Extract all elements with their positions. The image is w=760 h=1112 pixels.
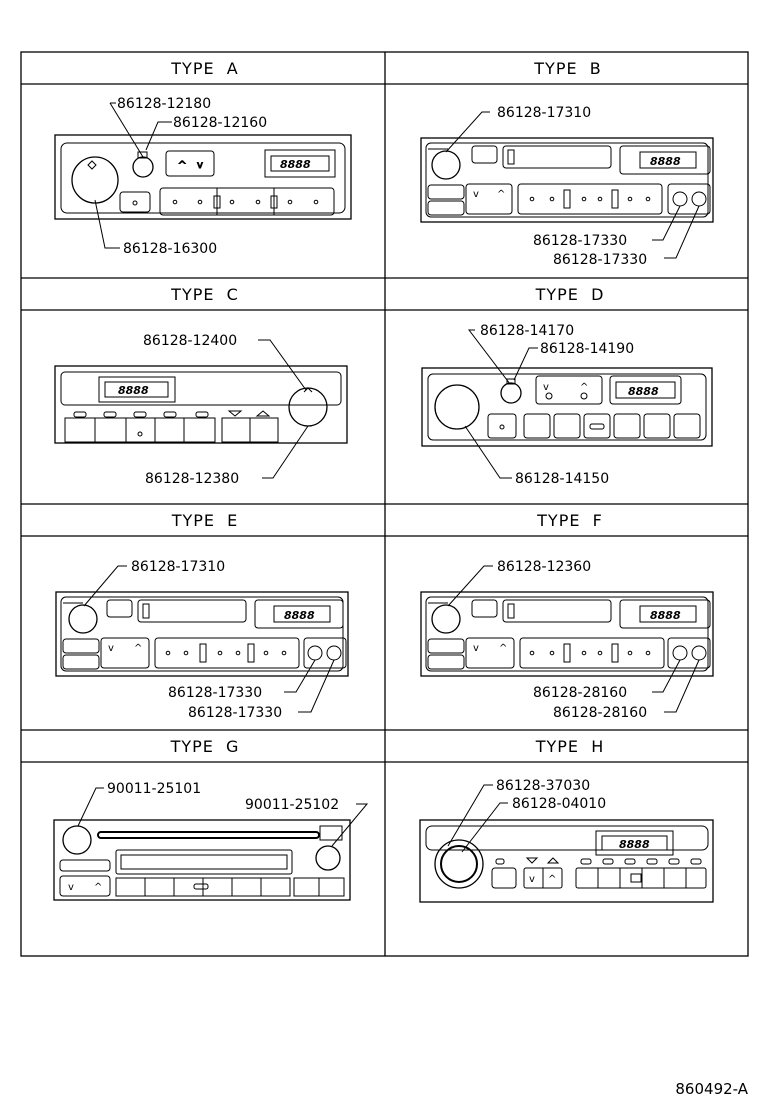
diagram-grid <box>20 51 749 957</box>
part-number-f-3: 86128-28160 <box>553 705 647 721</box>
part-number-a-2: 86128-12160 <box>173 115 267 131</box>
radio-unit-type-d: v ^ 8888 <box>421 367 713 447</box>
leader-a-12160 <box>145 121 172 151</box>
part-number-g-2: 90011-25102 <box>245 797 339 813</box>
part-number-f-1: 86128-12360 <box>497 559 591 575</box>
leader-e-17330-2 <box>298 659 335 713</box>
panel-title-type-c: TYPE C <box>170 285 239 304</box>
part-number-b-1: 86128-17310 <box>497 105 591 121</box>
leader-b-17310 <box>445 111 490 153</box>
svg-text:v: v <box>108 643 114 654</box>
leader-b-17330-1 <box>652 205 681 241</box>
svg-text:v: v <box>68 882 74 893</box>
part-number-c-1: 86128-12400 <box>143 333 237 349</box>
svg-text:v: v <box>473 643 479 654</box>
radio-unit-type-f: 8888 v ^ <box>420 591 714 677</box>
leader-h-04010 <box>461 802 508 853</box>
lcd-readout-a: 8888 <box>280 158 311 171</box>
svg-text:^: ^ <box>499 643 507 654</box>
leader-e-17330-1 <box>284 659 316 693</box>
part-number-h-2: 86128-04010 <box>512 796 606 812</box>
part-number-d-1: 86128-14170 <box>480 323 574 339</box>
part-number-b-3: 86128-17330 <box>553 252 647 268</box>
panel-title-type-e: TYPE E <box>171 511 239 530</box>
leader-g-25101 <box>77 787 104 827</box>
part-number-a-1: 86128-12180 <box>117 96 211 112</box>
leader-d-14150 <box>464 425 512 479</box>
leader-a-16300 <box>94 199 120 249</box>
part-number-a-3: 86128-16300 <box>123 241 217 257</box>
leader-c-12400 <box>258 339 307 391</box>
part-number-d-2: 86128-14190 <box>540 341 634 357</box>
panel-title-type-g: TYPE G <box>170 737 240 756</box>
leader-c-12380 <box>262 425 309 479</box>
lcd-readout-b: 8888 <box>650 155 681 168</box>
panel-title-type-d: TYPE D <box>535 285 605 304</box>
svg-text:^: ^ <box>548 874 556 885</box>
leader-e-17310 <box>83 565 127 607</box>
panel-title-type-a: TYPE A <box>170 59 238 78</box>
leader-d-14190 <box>513 347 538 381</box>
svg-text:^: ^ <box>497 189 505 200</box>
svg-text:^: ^ <box>580 382 588 393</box>
part-number-e-2: 86128-17330 <box>168 685 262 701</box>
radio-unit-type-g: v^ <box>53 819 351 901</box>
svg-text:^: ^ <box>178 160 186 171</box>
part-number-e-1: 86128-17310 <box>131 559 225 575</box>
lcd-readout-c: 8888 <box>118 384 149 397</box>
svg-text:v: v <box>543 382 549 393</box>
radio-unit-type-c: 8888 <box>54 365 348 444</box>
lcd-readout-d: 8888 <box>628 385 659 398</box>
part-number-b-2: 86128-17330 <box>533 233 627 249</box>
radio-unit-type-b: 8888 v ^ <box>420 137 714 223</box>
radio-unit-type-h: 8888 v ^ <box>419 819 714 903</box>
leader-a-12180 <box>109 102 144 158</box>
radio-unit-type-a: ^ v 8888 <box>54 134 352 220</box>
svg-text:^: ^ <box>134 643 142 654</box>
svg-text:v: v <box>197 160 203 171</box>
figure-reference: 860492-A <box>675 1080 748 1098</box>
part-number-e-3: 86128-17330 <box>188 705 282 721</box>
lcd-readout-e: 8888 <box>284 609 315 622</box>
svg-text:v: v <box>473 189 479 200</box>
svg-text:^: ^ <box>94 882 102 893</box>
leader-h-37030 <box>447 784 493 847</box>
leader-f-12360 <box>447 565 493 607</box>
leader-f-28160-2 <box>664 659 700 713</box>
part-number-c-2: 86128-12380 <box>145 471 239 487</box>
part-number-f-2: 86128-28160 <box>533 685 627 701</box>
part-number-d-3: 86128-14150 <box>515 471 609 487</box>
panel-title-type-h: TYPE H <box>535 737 605 756</box>
panel-title-type-b: TYPE B <box>533 59 601 78</box>
panel-title-type-f: TYPE F <box>536 511 603 530</box>
svg-text:v: v <box>529 874 535 885</box>
leader-f-28160-1 <box>652 659 681 693</box>
lcd-readout-f: 8888 <box>650 609 681 622</box>
part-number-h-1: 86128-37030 <box>496 778 590 794</box>
leader-d-14170 <box>467 329 511 385</box>
lcd-readout-h: 8888 <box>619 838 650 851</box>
leader-b-17330-2 <box>664 205 700 259</box>
leader-g-25102 <box>331 803 369 847</box>
radio-unit-type-e: 8888 v ^ <box>55 591 349 677</box>
part-number-g-1: 90011-25101 <box>107 781 201 797</box>
